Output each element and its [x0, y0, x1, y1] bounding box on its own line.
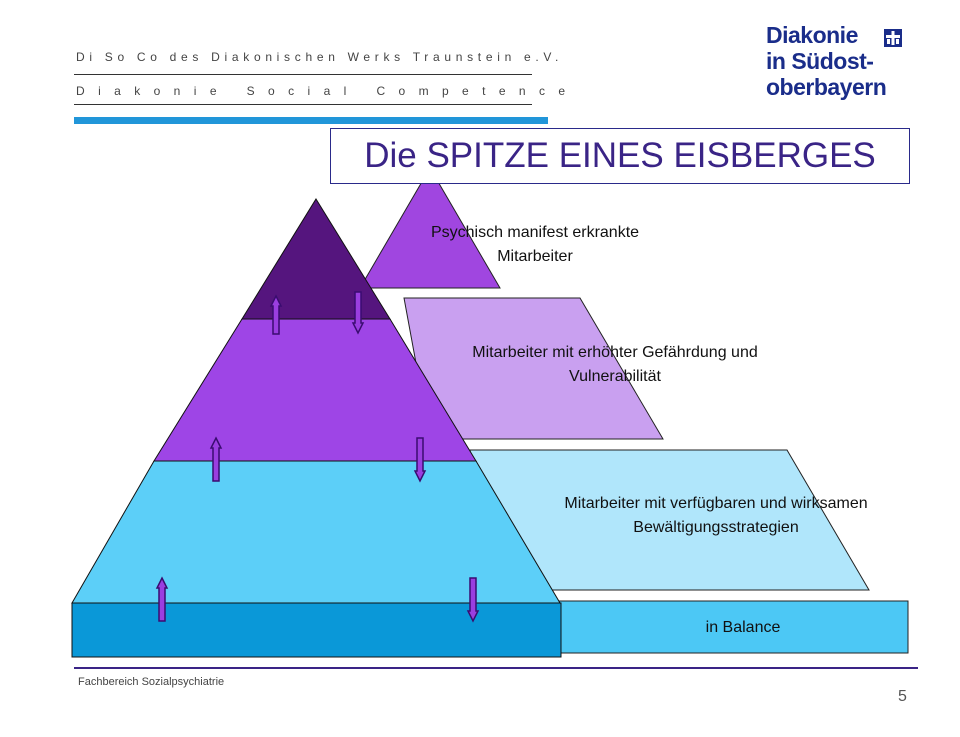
- arrow-down-icon: [466, 577, 480, 623]
- level-label-vulnerable-line1: Mitarbeiter mit erhöhter Gefährdung und: [472, 344, 758, 361]
- logo-line-3: oberbayern: [766, 74, 887, 100]
- level-label-balance: in Balance: [640, 616, 846, 640]
- level-label-vulnerable-line2: Vulnerabilität: [569, 368, 661, 385]
- logo-line-2: in Südost-: [766, 48, 874, 74]
- level-label-ill-line1: Psychisch manifest erkrankte: [430, 224, 640, 241]
- diakonie-cross-icon: [884, 29, 902, 47]
- level-label-coping-line1: Mitarbeiter mit verfügbaren und wirksame…: [564, 495, 868, 512]
- header-subtitle: Diakonie Social Competence: [76, 84, 579, 98]
- level-label-ill-line2: Mitarbeiter: [497, 248, 573, 265]
- logo-line-1: Diakonie: [766, 22, 858, 48]
- arrow-down-icon: [351, 291, 365, 335]
- header-organization: Di So Co des Diakonischen Werks Traunste…: [76, 50, 564, 64]
- footer-department: Fachbereich Sozialpsychiatrie: [78, 676, 225, 688]
- slide-title: Die SPITZE EINES EISBERGES: [330, 128, 910, 184]
- arrow-down-icon: [413, 437, 427, 483]
- header-divider: [74, 74, 532, 75]
- arrow-up-icon: [209, 436, 223, 482]
- header-divider-2: [74, 104, 532, 105]
- header-accent-bar: [74, 117, 548, 124]
- arrow-up-icon: [269, 294, 283, 335]
- level-label-coping-line2: Bewältigungsstrategien: [633, 519, 799, 536]
- pyramid-tier-coping: [71, 460, 561, 604]
- arrow-up-icon: [155, 576, 169, 622]
- level-label-ill: Psychisch manifest erkrankte Mitarbeiter: [370, 221, 700, 269]
- footer-divider: [74, 667, 918, 669]
- level-shape-ill: [359, 167, 501, 289]
- page-number: 5: [898, 688, 907, 705]
- pyramid-tip: [241, 198, 391, 320]
- level-label-coping: Mitarbeiter mit verfügbaren und wirksame…: [505, 492, 927, 540]
- pyramid-base-block: [71, 602, 562, 658]
- level-label-vulnerable: Mitarbeiter mit erhöhter Gefährdung und …: [410, 341, 820, 389]
- diakonie-logo: Diakonie in Südost- oberbayern: [766, 22, 916, 100]
- level-label-balance-line1: in Balance: [705, 619, 781, 636]
